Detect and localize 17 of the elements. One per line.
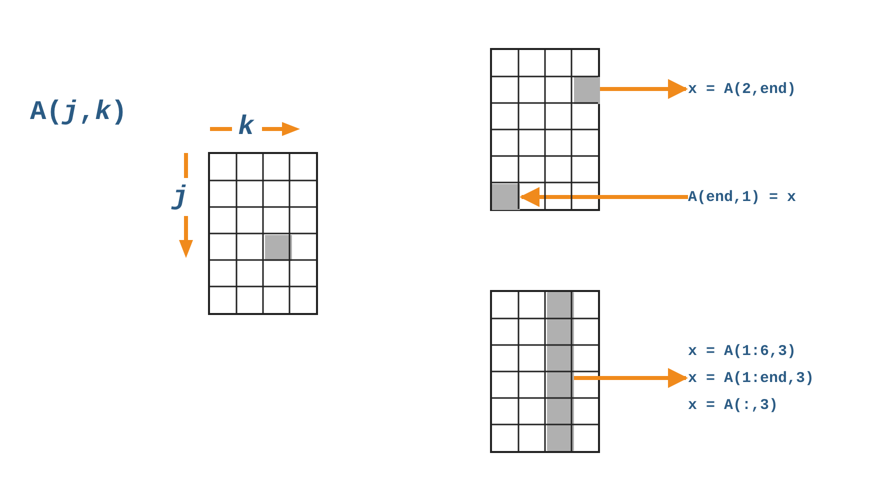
axis-label: j (172, 185, 188, 212)
matrix-expression: x = A(:,3) (688, 396, 780, 414)
matrix-expression: x = A(1:6,3) (688, 342, 798, 360)
matrix-expression: x = A(2,end) (688, 80, 798, 98)
matrix-expression: A(end,1) = x (688, 188, 798, 206)
arrow (520, 187, 688, 207)
matrix-grid (208, 152, 318, 315)
matrix-grid (490, 290, 600, 453)
matrix-notation: A(j,k) (30, 98, 128, 128)
matrix-grid (490, 48, 600, 211)
arrow (600, 79, 688, 99)
highlighted-cell (492, 184, 520, 210)
highlighted-column (546, 292, 574, 451)
highlighted-cell (574, 76, 600, 104)
arrow (574, 368, 688, 388)
axis-label: k (238, 115, 254, 142)
matrix-expression: x = A(1:end,3) (688, 368, 816, 388)
